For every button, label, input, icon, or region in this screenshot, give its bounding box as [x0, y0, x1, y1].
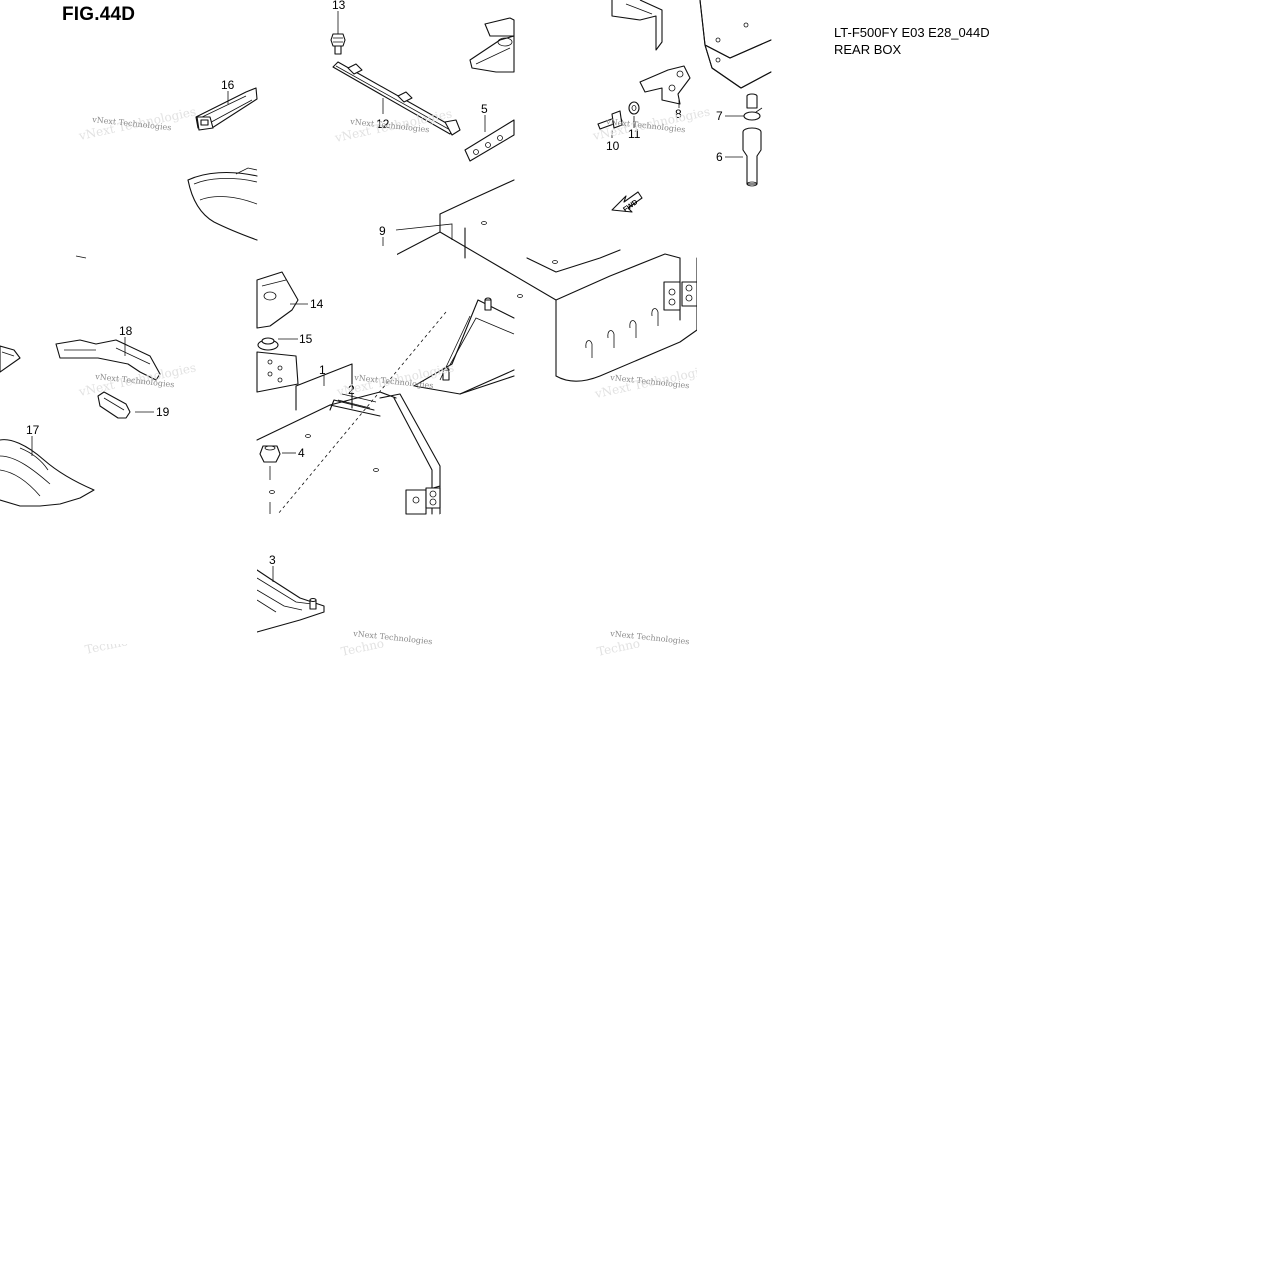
part-number-14: 14: [310, 297, 324, 311]
bolt-10-illustration: [597, 110, 623, 130]
part-number-12: 12: [376, 117, 390, 131]
section-name: REAR BOX: [834, 42, 902, 57]
hinge-top-right-illustration: [484, 17, 515, 37]
model-code: LT-F500FY E03 E28_044D: [834, 25, 990, 40]
seat-panel-illustration: [187, 167, 258, 241]
rear-box-body-illustration: [393, 179, 698, 382]
part-number-13: 13: [332, 0, 346, 12]
part-number-7: 7: [716, 109, 723, 123]
part-number-11: 11: [628, 127, 641, 141]
part-number-16: 16: [221, 78, 235, 92]
washer-11-illustration: [628, 101, 640, 115]
bracket-14-illustration: [256, 271, 299, 329]
part-number-2: 2: [348, 383, 355, 397]
tray-3-illustration: [256, 569, 325, 633]
bracket-5-illustration: [464, 119, 515, 162]
part-number-15: 15: [299, 332, 313, 346]
strap-16-illustration: [195, 87, 258, 131]
clip-7-illustration: [743, 107, 763, 121]
figure-title: FIG.44D: [62, 4, 136, 25]
pin-6-illustration: [742, 93, 762, 187]
part-number-8: 8: [675, 107, 682, 121]
part-number-18: 18: [119, 324, 133, 338]
part-number-3: 3: [269, 553, 276, 567]
mat-left-edge-illustration: [0, 345, 21, 373]
bolt-13-illustration: [330, 33, 346, 55]
bar-12-illustration: [332, 61, 461, 136]
strap-18-illustration: [55, 339, 161, 381]
part-number-9: 9: [379, 224, 386, 238]
box-upper-illustration: [611, 0, 772, 89]
watermark-faint: Techno: [340, 636, 386, 659]
part-number-1: 1: [319, 363, 326, 377]
frame-2-illustration: [413, 297, 515, 395]
missing-tile-masks: [0, 0, 811, 644]
part-number-6: 6: [716, 150, 723, 164]
grommet-15-illustration: [256, 337, 299, 393]
part-number-4: 4: [298, 446, 305, 460]
watermark-faint: Techno: [596, 636, 642, 659]
part-labels: 1 2 3 4 5 6 7 8 9 10 11 12 13 14 15 16 1…: [26, 0, 723, 567]
bolt-19-illustration: [97, 391, 131, 419]
fwd-arrow: FWD: [611, 191, 643, 214]
part-number-17: 17: [26, 423, 40, 437]
nut-4-illustration: [259, 445, 281, 463]
hinge-top-illustration: [469, 35, 515, 73]
box-lower-left-illustration: [256, 363, 441, 515]
part-number-19: 19: [156, 405, 170, 419]
hinge-8-illustration: [639, 65, 691, 105]
part-number-5: 5: [481, 102, 488, 116]
panel-17-illustration: [0, 439, 95, 507]
part-number-10: 10: [606, 139, 620, 153]
